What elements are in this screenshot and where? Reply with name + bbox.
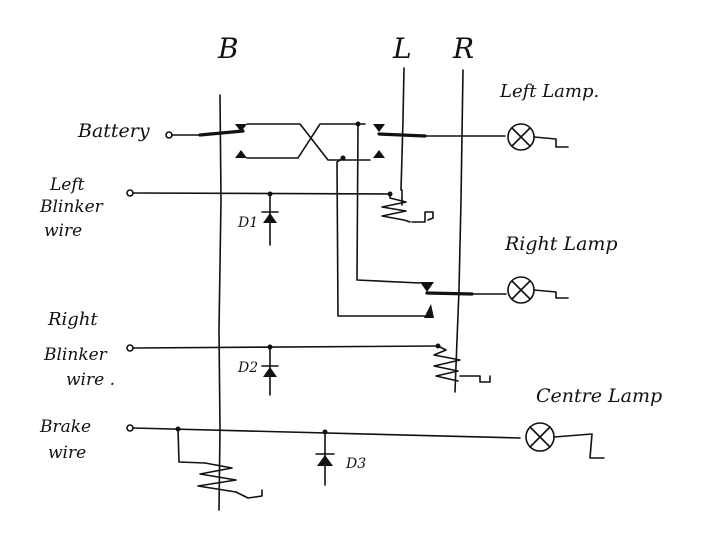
right-lamp-icon bbox=[507, 276, 569, 304]
diode-d1-label: D1 bbox=[237, 215, 258, 231]
bus-label-b: B bbox=[217, 32, 239, 65]
left-blinker-label-line1: Left bbox=[49, 175, 85, 195]
centre-lamp-label: Centre Lamp bbox=[536, 385, 662, 407]
right-switch-feed bbox=[336, 123, 429, 317]
left-blinker-label-line2: Blinker bbox=[39, 197, 104, 217]
right-coil-icon bbox=[433, 345, 461, 382]
right-blinker-label-line2: Blinker bbox=[43, 345, 108, 365]
right-blinker-label-line1: Right bbox=[47, 309, 98, 330]
right-blinker-circuit: D2 bbox=[126, 343, 491, 396]
left-blinker-circuit: D1 bbox=[126, 189, 434, 246]
right-lamp-switch bbox=[420, 282, 507, 318]
diode-d1-icon bbox=[263, 213, 277, 223]
left-lamp-icon bbox=[507, 123, 569, 151]
left-blinker-label-line3: wire bbox=[44, 221, 82, 241]
left-lamp-label: Left Lamp. bbox=[499, 81, 599, 102]
bus-line-b bbox=[218, 94, 222, 511]
bus-label-r: R bbox=[452, 32, 474, 65]
brake-circuit: D3 bbox=[126, 424, 521, 499]
diode-d3-label: D3 bbox=[345, 456, 366, 472]
left-lamp-switch bbox=[340, 121, 506, 161]
battery-switch bbox=[165, 123, 371, 161]
right-blinker-label-line3: wire . bbox=[66, 370, 115, 390]
centre-lamp-icon bbox=[525, 422, 605, 459]
right-lamp-label: Right Lamp bbox=[504, 233, 618, 255]
diode-d3-icon bbox=[317, 455, 333, 466]
brake-label-line2: wire bbox=[48, 443, 86, 463]
bus-line-l bbox=[400, 67, 405, 191]
diode-d2-label: D2 bbox=[237, 360, 258, 376]
diode-d2-icon bbox=[263, 367, 277, 377]
battery-label: Battery bbox=[77, 120, 150, 142]
bus-label-l: L bbox=[392, 32, 412, 65]
brake-coil-icon bbox=[197, 462, 237, 493]
brake-label-line1: Brake bbox=[39, 417, 91, 437]
bus-line-r bbox=[454, 69, 464, 393]
left-coil-icon bbox=[381, 193, 411, 223]
